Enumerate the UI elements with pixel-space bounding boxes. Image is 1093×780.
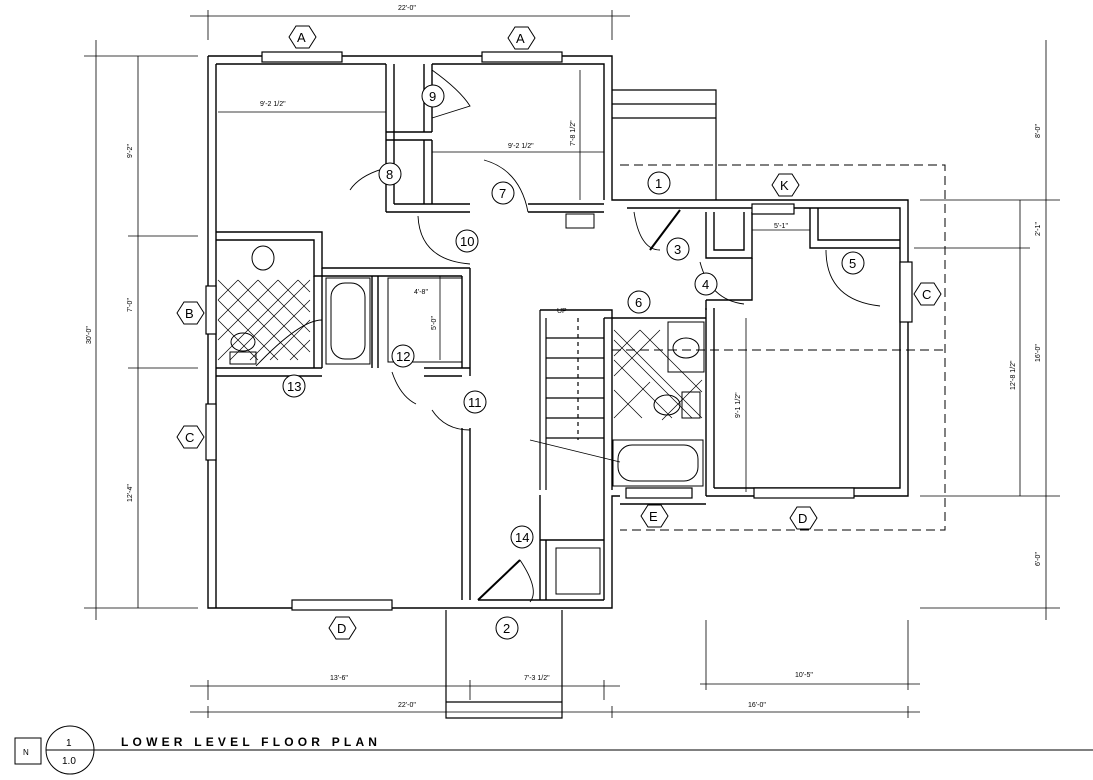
door-tag-6: 6 — [627, 290, 651, 314]
svg-text:D: D — [337, 621, 346, 636]
dim-bottom-left: 13'-6" — [330, 675, 348, 682]
svg-text:3: 3 — [674, 242, 681, 257]
windows — [205, 51, 913, 611]
dim-closet-width: 4'-8" — [414, 289, 428, 296]
door-tag-9: 9 — [421, 84, 445, 108]
window-tag-e: E — [640, 504, 669, 528]
dim-bottom-overall: 22'-0" — [398, 702, 416, 709]
entry-steps — [445, 89, 717, 719]
dim-room-nw-width: 9'-2 1/2" — [260, 101, 286, 108]
window-tags: A A B C C D D E — [176, 25, 942, 640]
door-tag-13: 13 — [282, 374, 306, 398]
dimension-text: 22'-0" 22'-0" 13'-6" 7'-3 1/2" 16'-0" 10… — [86, 5, 1042, 709]
dim-left-bottom: 12'-4" — [127, 484, 134, 502]
window-tag-d-left: D — [328, 616, 357, 640]
dim-right-inner: 12'-8 1/2" — [1010, 360, 1017, 390]
sheet-scale: 1.0 — [62, 756, 76, 767]
svg-text:C: C — [185, 430, 194, 445]
fixtures — [217, 213, 705, 595]
sheet-number: 1 — [66, 738, 72, 749]
dim-bedroom-e-depth: 9'-1 1/2" — [735, 392, 742, 418]
dim-left-top: 9'-2" — [127, 144, 134, 158]
door-tag-4: 4 — [694, 272, 718, 296]
svg-text:10: 10 — [460, 234, 474, 249]
svg-text:D: D — [798, 511, 807, 526]
drawing-title: LOWER LEVEL FLOOR PLAN — [121, 735, 381, 749]
door-tag-12: 12 — [391, 344, 415, 368]
door-tags: 1 2 3 4 5 6 7 8 9 10 11 12 13 14 — [282, 84, 865, 640]
svg-text:E: E — [649, 509, 658, 524]
svg-text:6: 6 — [635, 295, 642, 310]
dim-right-2-1: 2'-1" — [1035, 222, 1042, 236]
window-tag-a-right: A — [507, 26, 536, 50]
svg-text:A: A — [297, 30, 306, 45]
dim-bottom-mid: 7'-3 1/2" — [524, 675, 550, 682]
dim-right-top: 8'-0" — [1035, 124, 1042, 138]
svg-text:13: 13 — [287, 379, 301, 394]
svg-text:7: 7 — [499, 186, 506, 201]
door-tag-10: 10 — [455, 229, 479, 253]
title-block: N 1 1.0 LOWER LEVEL FLOOR PLAN — [14, 725, 1093, 775]
dimension-lines — [84, 10, 1060, 718]
dim-right-main: 16'-0" — [1035, 344, 1042, 362]
doors — [255, 69, 881, 603]
svg-text:2: 2 — [503, 621, 510, 636]
stair-up-label: UP — [557, 308, 567, 315]
svg-text:1: 1 — [655, 176, 662, 191]
dim-top-overall: 22'-0" — [398, 5, 416, 12]
walls — [207, 55, 909, 609]
door-tag-14: 14 — [510, 525, 534, 549]
north-arrow-label: N — [23, 748, 29, 757]
svg-text:8: 8 — [386, 167, 393, 182]
svg-text:K: K — [780, 178, 789, 193]
door-tag-11: 11 — [463, 390, 487, 414]
dim-room-ne-depth: 7'-8 1/2" — [570, 120, 577, 146]
door-tag-1: 1 — [647, 171, 671, 195]
svg-text:12: 12 — [396, 349, 410, 364]
window-tag-d-right: D — [789, 506, 818, 530]
window-tag-c-left: C — [176, 425, 205, 449]
dim-left-mid: 7'-0" — [127, 298, 134, 312]
door-tag-7: 7 — [491, 181, 515, 205]
svg-text:C: C — [922, 287, 931, 302]
dim-bottom-right: 16'-0" — [748, 702, 766, 709]
svg-text:14: 14 — [515, 530, 529, 545]
dim-closet-depth: 5'-0" — [431, 316, 438, 330]
window-tag-a-left: A — [288, 25, 317, 49]
dim-nook-width: 5'-1" — [774, 223, 788, 230]
door-tag-5: 5 — [841, 251, 865, 275]
dim-right-bottom: 6'-0" — [1035, 552, 1042, 566]
roof-projection — [612, 164, 946, 531]
svg-text:B: B — [185, 306, 194, 321]
svg-text:11: 11 — [468, 395, 482, 410]
svg-text:4: 4 — [702, 277, 709, 292]
dim-left-overall: 30'-0" — [86, 326, 93, 344]
svg-text:9: 9 — [429, 89, 436, 104]
window-tag-b: B — [176, 301, 205, 325]
dim-room-ne-width: 9'-2 1/2" — [508, 143, 534, 150]
door-tag-3: 3 — [666, 237, 690, 261]
door-tag-2: 2 — [495, 616, 519, 640]
svg-text:5: 5 — [849, 256, 856, 271]
window-tag-k: K — [771, 173, 800, 197]
window-tag-c-right: C — [913, 282, 942, 306]
svg-text:A: A — [516, 31, 525, 46]
door-tag-8: 8 — [378, 162, 402, 186]
dim-bottom-right-inner: 10'-5" — [795, 672, 813, 679]
stair — [529, 310, 621, 490]
